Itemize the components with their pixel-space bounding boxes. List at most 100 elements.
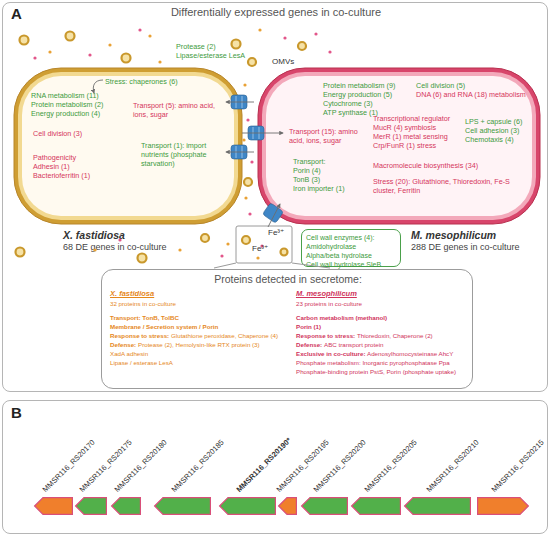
node-text: 68 DE genes in co-culture: [63, 242, 167, 253]
gene-arrow: MMSR116_RS20175: [75, 497, 107, 515]
node-text: Porin (4): [293, 166, 321, 175]
membrane-layer: [22, 76, 234, 216]
panel-letter: B: [11, 405, 22, 421]
node-text: Macromolecule biosynthesis (34): [373, 161, 478, 170]
node-text: Stress (20): Glutathione, Thioredoxin, F…: [373, 177, 518, 195]
gene-shape: [301, 497, 348, 515]
node-text: Proteins detected in secretome:: [102, 273, 474, 285]
node-text: Cell wall enzymes (4):: [306, 233, 374, 242]
node-text: LPS + capsule (6): [465, 117, 522, 126]
node-text: Adenosylhomocysteinase AhcY: [367, 349, 453, 358]
node-text: TonB (3): [293, 175, 320, 184]
node-text: Response to stress:: [110, 331, 169, 340]
node-text: ABC transport protein: [324, 340, 384, 349]
node-text: MerR (1) metal sensing: [373, 132, 448, 141]
node-text: Cell wall hydrolase SleB: [306, 260, 381, 269]
node-text: ATP synthase (1): [323, 108, 378, 117]
secreted-molecule: [138, 28, 141, 31]
panel-box: B MMSR116_RS20170MMSR116_RS20175 MMSR116_R…: [2, 400, 548, 534]
secreted-molecule: [242, 138, 245, 141]
node-text: MucR (4) symbiosis: [373, 123, 436, 132]
node-text: Transport (5): amino acid, ions, sugar: [133, 101, 225, 119]
secreted-molecule: [256, 256, 259, 259]
node-text: Lipase / esterase LesA: [110, 358, 173, 367]
node-text: Phosphate-binding protein PstS, Porin (p…: [296, 367, 456, 376]
node-text: Porin (1): [296, 322, 321, 331]
node-text: Cell adhesion (3): [465, 126, 519, 135]
secreted-molecule: [248, 212, 251, 215]
secreted-molecule: [328, 50, 331, 53]
annotation-label: Fe³⁺: [268, 228, 284, 237]
node-text: Transport (15): amino acid, ions, sugar: [289, 127, 369, 145]
gene-arrow: MMSR116_RS20170: [34, 497, 73, 515]
gene-arrow-shape: [112, 498, 141, 515]
gene-shape: [351, 497, 401, 515]
node-text: Defense:: [110, 340, 136, 349]
annotation-label: Fe³⁺: [252, 244, 268, 253]
node-text: Bacterioferritin (1): [33, 171, 90, 180]
zoom-frame: [214, 263, 236, 268]
gene-arrow: MMSR116_RS20205: [351, 497, 401, 515]
membrane-layer: [262, 72, 536, 220]
node-text: Glutathione peroxidase, Chaperone (4): [171, 331, 278, 340]
zoom-frame: [236, 226, 292, 263]
gene-arrow-shape: [155, 498, 211, 515]
node-text: Cell division (5): [416, 81, 465, 90]
node-text: Carbon metabolism (methanol): [296, 313, 387, 322]
gene-label: MMSR116_RS20210: [424, 438, 480, 494]
outer-membrane-vesicle: [16, 248, 25, 257]
node-text: Transport (1): import nutrients (phospha…: [141, 141, 229, 168]
node-text: XadA adhesin: [110, 349, 148, 358]
node-text: Protease (2), Hemolysin-like RTX protein…: [138, 340, 260, 349]
cell-outline: RNA metabolism (11)Protein metabolism (2…: [13, 67, 243, 225]
outer-membrane-vesicle: [122, 54, 131, 63]
enzyme-box: Cell wall enzymes (4):AmidohydrolaseAlph…: [301, 229, 401, 267]
node-text: Differentially expressed genes in co-cul…: [3, 6, 549, 18]
node-text: Protein metabolism (9): [323, 81, 395, 90]
gene-arrow: MMSR116_RS20210: [404, 497, 471, 515]
gene-label: MMSR116_RS20215: [490, 438, 546, 494]
node-text: Cell division (3): [33, 129, 82, 138]
secreted-molecule: [283, 36, 286, 39]
secreted-molecule: [246, 118, 249, 121]
outer-membrane-vesicle: [232, 40, 241, 49]
outer-membrane-vesicle: [138, 254, 147, 263]
gene-arrow: MMSR116_RS20200: [301, 497, 348, 515]
gene-shape: [278, 497, 297, 515]
node-text: DNA (6) and RNA (18) metabolism: [416, 90, 526, 99]
gene-shape: [111, 497, 141, 515]
secreted-molecule: [148, 34, 151, 37]
gene-shape: [154, 497, 211, 515]
outer-membrane-vesicle: [281, 249, 288, 256]
node-text: 288 DE genes in co-culture: [411, 242, 520, 253]
node-text: Crp/FunR (1) stress: [373, 141, 436, 150]
gene-arrow-shape: [279, 498, 297, 515]
gene-arrow-shape: [478, 498, 529, 515]
node-text: Membrane / Secretion system / Porin: [110, 322, 218, 331]
outer-membrane-vesicle: [201, 234, 209, 242]
node-text: Transcriptional regulator: [373, 114, 450, 123]
node-text: Response to stress:: [296, 331, 355, 340]
secreted-molecule: [33, 56, 36, 59]
annotation-label: OMVs: [272, 57, 294, 66]
node-text: Iron importer (1): [293, 184, 345, 193]
node-text: Protein metabolism (2): [31, 100, 103, 109]
node-text: M. mesophilicum: [411, 229, 496, 241]
node-text: Pathogenicity: [33, 153, 76, 162]
node-text: Exclusive in co-culture:: [296, 349, 365, 358]
secreted-molecule: [158, 60, 161, 63]
gene-shape: [404, 497, 471, 515]
secreted-molecule: [244, 196, 247, 199]
panel-letter: A: [11, 6, 22, 22]
node-text: X. fastidiosa: [110, 289, 154, 298]
secreted-molecule: [220, 254, 223, 257]
node-text: Thioredoxin, Chaperone (2): [357, 331, 433, 340]
gene-label: MMSR116_RS20185: [169, 438, 225, 494]
outer-membrane-vesicle: [244, 178, 252, 186]
membrane-layer: [266, 76, 532, 216]
node-text: Chemotaxis (4): [465, 135, 514, 144]
node-text: Energy production (4): [31, 109, 100, 118]
node-text: 32 proteins in co-culture: [110, 299, 176, 308]
node-text: Transport:: [293, 157, 326, 166]
node-text: X. fastidiosa: [63, 229, 125, 241]
